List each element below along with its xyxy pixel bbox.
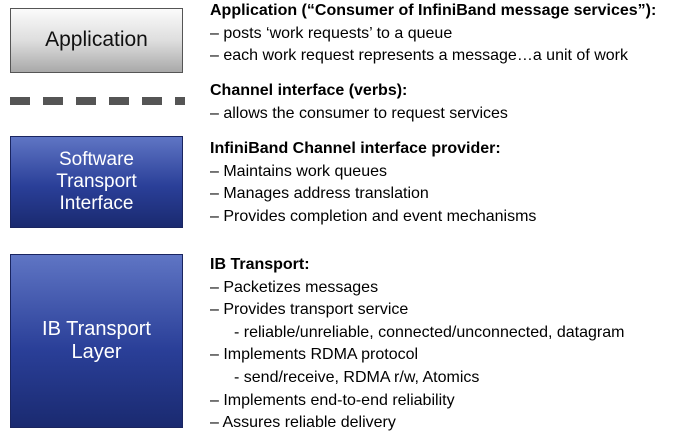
provider-description: InfiniBand Channel interface provider: –…	[210, 138, 536, 228]
provider-item: – Maintains work queues	[210, 162, 387, 180]
application-item: – each work request represents a message…	[210, 47, 628, 65]
application-layer-box: Application	[10, 8, 183, 73]
channel-interface-item: – allows the consumer to request service…	[210, 104, 508, 122]
application-layer-label: Application	[45, 28, 148, 52]
application-heading: Application (“Consumer of InfiniBand mes…	[210, 2, 657, 19]
software-transport-interface-box: Software Transport Interface	[10, 136, 183, 228]
ib-transport-item: – Packetizes messages	[210, 278, 379, 296]
software-transport-label-line-1: Software	[59, 149, 134, 171]
application-description: Application (“Consumer of InfiniBand mes…	[210, 0, 656, 68]
ib-transport-item: – Implements end-to-end reliability	[210, 391, 455, 409]
channel-interface-description: Channel interface (verbs): – allows the …	[210, 80, 508, 125]
ib-transport-subitem: - send/receive, RDMA r/w, Atomics	[234, 368, 480, 386]
ib-transport-item: – Provides transport service	[210, 301, 409, 319]
provider-item: – Manages address translation	[210, 185, 429, 203]
channel-interface-divider	[10, 97, 185, 105]
application-item: – posts ‘work requests’ to a queue	[210, 24, 453, 42]
provider-heading: InfiniBand Channel interface provider:	[210, 140, 501, 157]
software-transport-label-line-2: Transport	[56, 171, 137, 193]
ib-transport-layer-box: IB Transport Layer	[10, 254, 183, 428]
ib-transport-description: IB Transport: – Packetizes messages – Pr…	[210, 254, 624, 435]
provider-item: – Provides completion and event mechanis…	[210, 207, 537, 225]
ib-transport-item: – Assures reliable delivery	[210, 414, 396, 432]
software-transport-label-line-3: Interface	[59, 192, 134, 214]
ib-transport-item: – Implements RDMA protocol	[210, 346, 419, 364]
ib-transport-label-line-2: Layer	[71, 341, 122, 363]
ib-transport-label-line-1: IB Transport	[42, 318, 151, 340]
channel-interface-heading: Channel interface (verbs):	[210, 82, 408, 99]
ib-transport-heading: IB Transport:	[210, 256, 310, 273]
ib-transport-subitem: - reliable/unreliable, connected/unconne…	[234, 323, 625, 341]
